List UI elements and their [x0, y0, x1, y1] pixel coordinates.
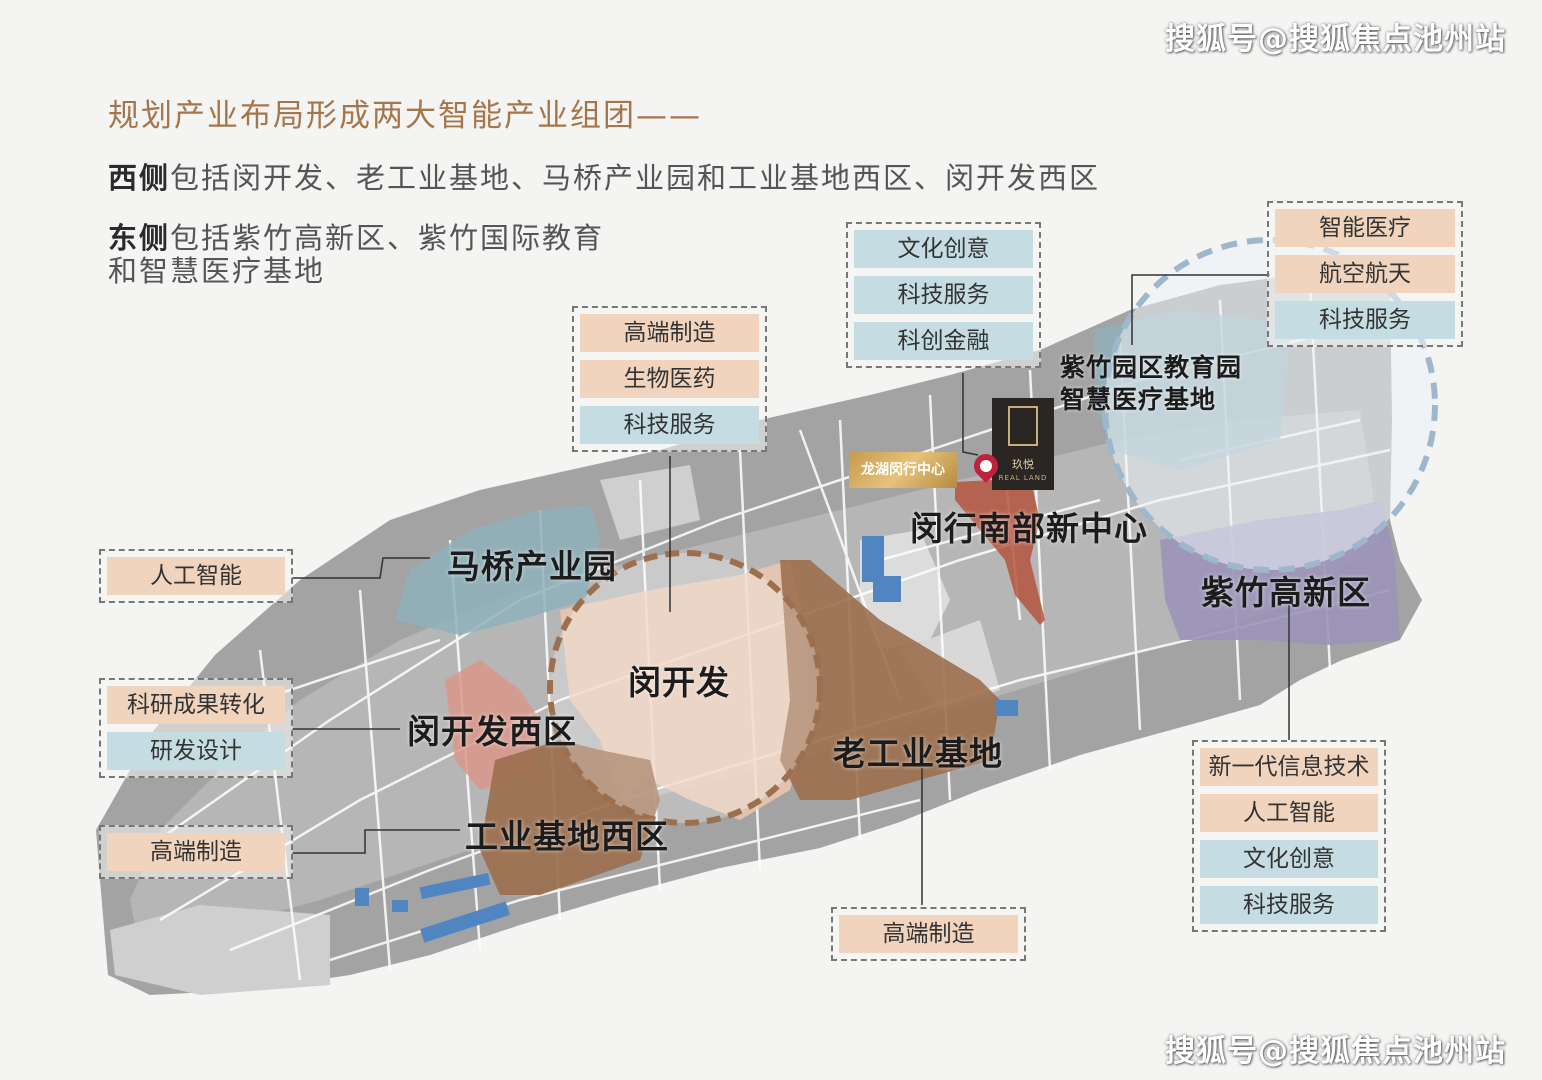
- callout-box-zizhu-hitech: 新一代信息技术 人工智能 文化创意 科技服务: [1192, 740, 1386, 932]
- industry-tag: 科技服务: [1200, 886, 1378, 924]
- callout-box-industrial-west: 高端制造: [99, 825, 293, 879]
- watermark-bottom: 搜狐号@搜狐焦点池州站: [1165, 1034, 1506, 1069]
- callout-box-minkaifa: 高端制造 生物医药 科技服务: [572, 306, 767, 452]
- zone-south-center: [955, 478, 1045, 625]
- area-label-zizhu-edu: 紫竹园区教育园 智慧医疗基地: [1060, 352, 1242, 416]
- zone-maqiao: [395, 505, 600, 635]
- area-label-minkaifa-west: 闵开发西区: [407, 712, 577, 751]
- industry-tag: 文化创意: [1200, 840, 1378, 878]
- area-label-maqiao: 马桥产业园: [447, 547, 617, 586]
- page-heading: 规划产业布局形成两大智能产业组团——: [108, 98, 702, 134]
- zone-industrial-west: [480, 740, 660, 895]
- industry-tag: 研发设计: [107, 732, 285, 770]
- jiuyue-mark-icon: [1008, 406, 1038, 446]
- industry-tag: 高端制造: [839, 915, 1018, 953]
- industry-tag: 人工智能: [107, 557, 285, 595]
- industry-tag: 科技服务: [854, 276, 1033, 314]
- industry-tag: 科研成果转化: [107, 686, 285, 724]
- east-text: 包括紫竹高新区、紫竹国际教育: [170, 221, 605, 255]
- industry-tag: 新一代信息技术: [1200, 748, 1378, 786]
- industry-tag: 高端制造: [107, 833, 285, 871]
- map-light-patch: [600, 465, 700, 540]
- west-description: 西侧包括闵开发、老工业基地、马桥产业园和工业基地西区、闵开发西区: [108, 155, 1100, 197]
- callout-box-zizhu-edu: 智能医疗 航空航天 科技服务: [1267, 201, 1463, 347]
- area-label-south-center: 闵行南部新中心: [910, 509, 1148, 548]
- area-label-industrial-west: 工业基地西区: [465, 817, 669, 856]
- callout-box-south-center: 文化创意 科技服务 科创金融: [846, 222, 1041, 368]
- area-label-zizhu-edu-line2: 智慧医疗基地: [1060, 385, 1217, 414]
- industry-tag: 智能医疗: [1275, 209, 1455, 247]
- area-label-zizhu-edu-line1: 紫竹园区教育园: [1060, 353, 1243, 382]
- industry-tag: 科创金融: [854, 322, 1033, 360]
- area-label-zizhu-hitech: 紫竹高新区: [1201, 573, 1371, 612]
- industry-tag: 航空航天: [1275, 255, 1455, 293]
- west-label: 西侧: [108, 161, 171, 195]
- callout-box-maqiao: 人工智能: [99, 549, 293, 603]
- area-label-old-industrial: 老工业基地: [833, 734, 1003, 773]
- east-label: 东侧: [108, 221, 171, 255]
- industry-tag: 文化创意: [854, 230, 1033, 268]
- industry-tag: 生物医药: [580, 360, 759, 398]
- industry-tag: 人工智能: [1200, 794, 1378, 832]
- map-light-patch: [110, 905, 330, 995]
- minkaifa-dashed-circle: [547, 550, 823, 826]
- area-label-minkaifa: 闵开发: [628, 663, 730, 702]
- jiuyue-logo: 玖悦 REAL LAND: [992, 398, 1054, 490]
- jiuyue-name: 玖悦: [1012, 458, 1034, 471]
- industry-tag: 高端制造: [580, 314, 759, 352]
- east-description-line2: 和智慧医疗基地: [108, 254, 326, 288]
- jiuyue-english: REAL LAND: [998, 474, 1048, 482]
- longhu-logo: 龙湖闵行中心: [849, 452, 957, 488]
- callout-box-old-industrial: 高端制造: [831, 907, 1026, 961]
- watermark-top: 搜狐号@搜狐焦点池州站: [1165, 22, 1506, 57]
- west-text: 包括闵开发、老工业基地、马桥产业园和工业基地西区、闵开发西区: [170, 161, 1101, 195]
- east-description: 东侧包括紫竹高新区、紫竹国际教育: [108, 215, 604, 257]
- zone-old-industrial: [780, 560, 1000, 800]
- industry-tag: 科技服务: [580, 406, 759, 444]
- callout-leader-lines: [292, 274, 1290, 905]
- map-water-patches: [355, 536, 1018, 943]
- callout-box-minkaifa-west: 科研成果转化 研发设计: [99, 678, 293, 778]
- industry-tag: 科技服务: [1275, 301, 1455, 339]
